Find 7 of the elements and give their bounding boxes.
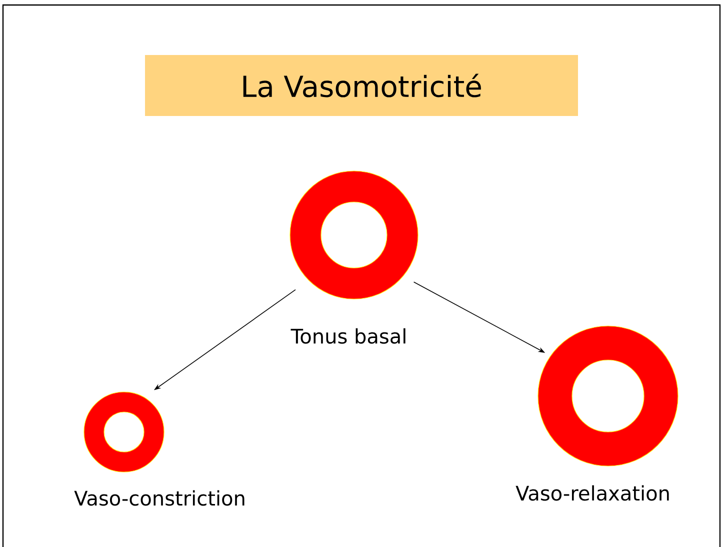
ring <box>84 392 164 472</box>
ring-label: Vaso-relaxation <box>516 485 669 501</box>
ring-label: Vaso-constriction <box>74 490 244 506</box>
ring <box>290 170 418 300</box>
title-band: La Vasomotricité <box>145 55 578 116</box>
ring <box>538 326 678 466</box>
ring-label: Tonus basal <box>290 328 406 344</box>
